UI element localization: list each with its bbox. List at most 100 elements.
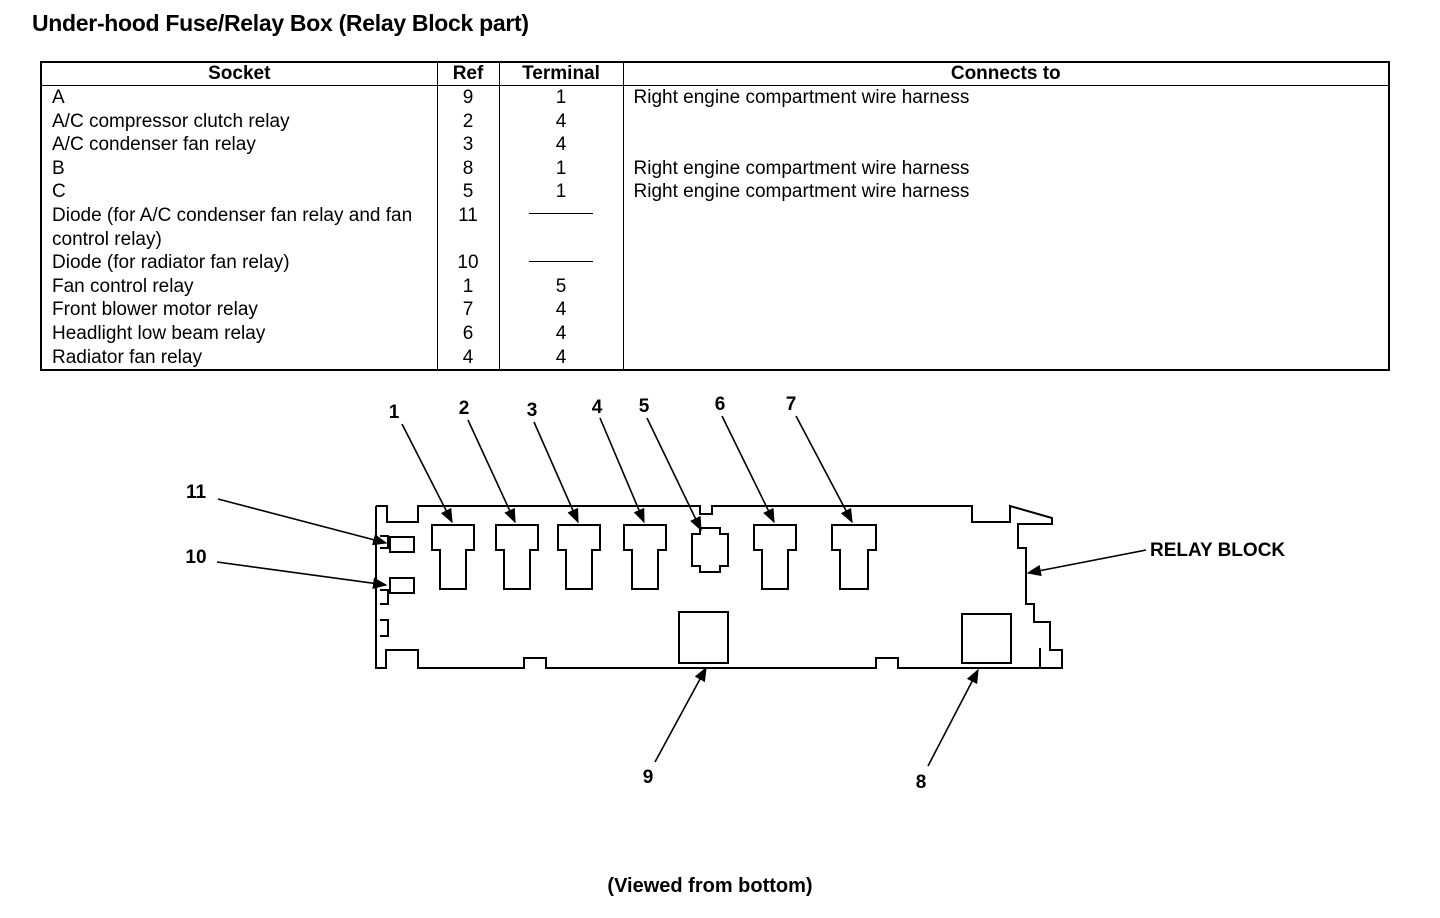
no-terminal-dash xyxy=(529,213,593,215)
table-row: C 5 1 Right engine compartment wire harn… xyxy=(41,180,1389,204)
cell-connects-to xyxy=(622,298,1389,322)
cell-connects-to xyxy=(622,321,1389,346)
column-header-connects-to: Connects to xyxy=(622,62,1389,86)
callout-6: 6 xyxy=(715,394,726,415)
page-title: Under-hood Fuse/Relay Box (Relay Block p… xyxy=(32,10,529,36)
leader-line-7 xyxy=(795,415,853,524)
cell-connects-to: Right engine compartment wire harness xyxy=(622,180,1389,204)
fuse-relay-table: Socket Ref Terminal Connects to A 9 1 Ri… xyxy=(40,61,1390,372)
cell-socket: Front blower motor relay xyxy=(52,299,258,321)
leader-line-2 xyxy=(467,419,516,524)
callout-4: 4 xyxy=(592,397,603,418)
column-header-socket: Socket xyxy=(41,62,437,86)
cell-terminal: 4 xyxy=(498,321,623,346)
cell-terminal-none xyxy=(498,251,623,275)
table-row: Diode (for radiator fan relay) 10 xyxy=(41,251,1389,275)
cell-ref: 4 xyxy=(436,345,499,371)
leader-line-6 xyxy=(721,415,775,524)
cell-connects-to xyxy=(622,345,1389,371)
no-terminal-dash xyxy=(529,260,593,262)
diode-socket-11 xyxy=(389,536,415,553)
cell-connects-to xyxy=(622,274,1389,299)
column-header-ref: Ref xyxy=(436,62,499,86)
relay-socket-3 xyxy=(557,524,601,590)
table-row: A/C condenser fan relay 3 4 xyxy=(41,133,1389,157)
callout-3: 3 xyxy=(527,400,538,421)
connector-socket-8 xyxy=(961,613,1012,664)
connector-socket-9 xyxy=(678,611,729,664)
callout-5: 5 xyxy=(639,396,650,417)
cell-socket: Diode (for A/C condenser fan relay and f… xyxy=(52,204,413,250)
cell-connects-to xyxy=(622,109,1389,134)
table-row: Fan control relay 1 5 xyxy=(41,274,1389,299)
cell-terminal: 4 xyxy=(498,109,623,134)
cell-terminal-none xyxy=(498,203,623,252)
table-header-row: Socket Ref Terminal Connects to xyxy=(41,62,1389,86)
leader-line-9 xyxy=(654,666,707,763)
cell-connects-to: Right engine compartment wire harness xyxy=(622,85,1389,110)
cell-ref: 6 xyxy=(436,321,499,346)
cell-socket: Fan control relay xyxy=(52,275,194,297)
cell-terminal: 4 xyxy=(498,298,623,322)
table-row: Radiator fan relay 4 4 xyxy=(41,345,1389,371)
leader-line-1 xyxy=(401,423,453,524)
relay-block-outline xyxy=(375,504,1063,669)
callout-10: 10 xyxy=(185,547,206,568)
leader-line-4 xyxy=(599,417,645,524)
connector-socket-5 xyxy=(691,527,729,573)
cell-terminal: 4 xyxy=(498,345,623,371)
table-row: A 9 1 Right engine compartment wire harn… xyxy=(41,85,1389,110)
relay-socket-1 xyxy=(431,524,475,590)
cell-ref: 9 xyxy=(436,85,499,110)
cell-socket: A/C condenser fan relay xyxy=(52,134,256,156)
view-caption: (Viewed from bottom) xyxy=(607,875,813,897)
table-row: Headlight low beam relay 6 4 xyxy=(41,321,1389,346)
cell-ref: 7 xyxy=(436,298,499,322)
leader-line-5 xyxy=(646,417,702,532)
cell-socket: A xyxy=(52,87,65,108)
cell-socket: Headlight low beam relay xyxy=(52,322,266,344)
leader-line-3 xyxy=(533,421,579,524)
leader-line-11 xyxy=(217,498,388,546)
cell-socket: Radiator fan relay xyxy=(52,346,202,368)
cell-connects-to xyxy=(622,251,1389,275)
leader-line-8 xyxy=(927,668,979,767)
table-row: Diode (for A/C condenser fan relay and f… xyxy=(41,203,1389,252)
cell-connects-to xyxy=(622,203,1389,252)
cell-terminal: 5 xyxy=(498,274,623,299)
diode-socket-10 xyxy=(389,577,415,594)
callout-1: 1 xyxy=(389,402,400,423)
table-row: A/C compressor clutch relay 2 4 xyxy=(41,109,1389,134)
table-row: B 8 1 Right engine compartment wire harn… xyxy=(41,156,1389,181)
cell-socket: A/C compressor clutch relay xyxy=(52,110,290,132)
callout-9: 9 xyxy=(643,767,654,788)
cell-ref: 3 xyxy=(436,133,499,157)
table-row: Front blower motor relay 7 4 xyxy=(41,298,1389,322)
cell-ref: 2 xyxy=(436,109,499,134)
column-header-terminal: Terminal xyxy=(498,62,623,86)
callout-7: 7 xyxy=(786,394,797,415)
callout-8: 8 xyxy=(916,772,927,793)
cell-connects-to: Right engine compartment wire harness xyxy=(622,156,1389,181)
callout-11: 11 xyxy=(186,482,207,503)
cell-terminal: 1 xyxy=(498,180,623,204)
leader-line-relay-block xyxy=(1026,549,1147,577)
cell-socket: Diode (for radiator fan relay) xyxy=(52,252,290,274)
leader-line-10 xyxy=(216,561,388,589)
cell-ref: 8 xyxy=(436,156,499,181)
cell-ref: 11 xyxy=(436,203,499,252)
cell-connects-to xyxy=(622,133,1389,157)
cell-ref: 1 xyxy=(436,274,499,299)
relay-socket-2 xyxy=(495,524,539,590)
relay-socket-7 xyxy=(831,524,877,590)
cell-terminal: 1 xyxy=(498,85,623,110)
callout-2: 2 xyxy=(459,398,470,419)
cell-ref: 5 xyxy=(436,180,499,204)
relay-socket-4 xyxy=(623,524,667,590)
relay-block-label: RELAY BLOCK xyxy=(1150,540,1285,561)
cell-terminal: 1 xyxy=(498,156,623,181)
relay-socket-6 xyxy=(753,524,797,590)
cell-terminal: 4 xyxy=(498,133,623,157)
cell-socket: B xyxy=(52,157,65,179)
